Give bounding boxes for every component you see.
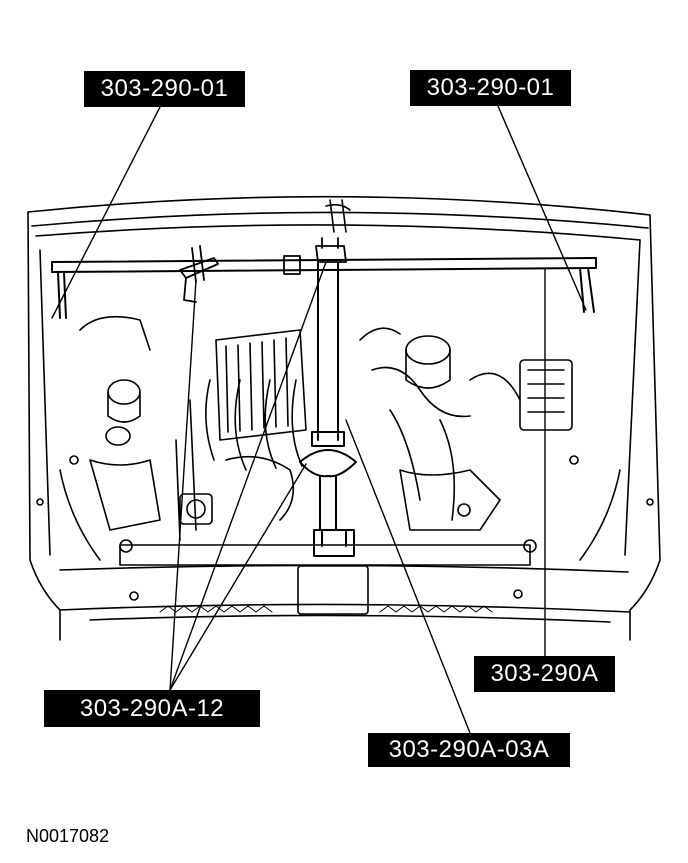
hood-outline <box>27 195 651 241</box>
leader-bracket-3 <box>169 463 307 691</box>
leader-tool-left <box>51 106 161 319</box>
leader-bracket-2 <box>169 261 327 691</box>
callout-tool-left: 303-290-01 <box>84 71 245 107</box>
intake-manifold <box>175 329 307 541</box>
callout-center-arm: 303-290A-03A <box>368 733 570 767</box>
leader-tool-right <box>497 105 587 311</box>
callout-tool-right: 303-290-01 <box>410 70 571 106</box>
grille-pattern <box>159 605 493 613</box>
engine-components-right <box>359 327 573 531</box>
bracket-center <box>283 237 347 275</box>
radiator-support <box>59 539 631 623</box>
figure-id: N0017082 <box>26 826 110 846</box>
center-arm-tool <box>299 261 357 557</box>
engine-components-left <box>36 315 654 531</box>
leader-lines <box>51 105 587 734</box>
hood-prop-wire <box>325 199 351 233</box>
callout-brackets: 303-290A-12 <box>44 690 260 727</box>
leader-bracket-1 <box>169 279 197 691</box>
callout-bar: 303-290A <box>474 656 615 692</box>
fender-outline <box>27 211 661 641</box>
bracket-left <box>179 245 219 303</box>
leader-center-arm <box>345 419 471 734</box>
